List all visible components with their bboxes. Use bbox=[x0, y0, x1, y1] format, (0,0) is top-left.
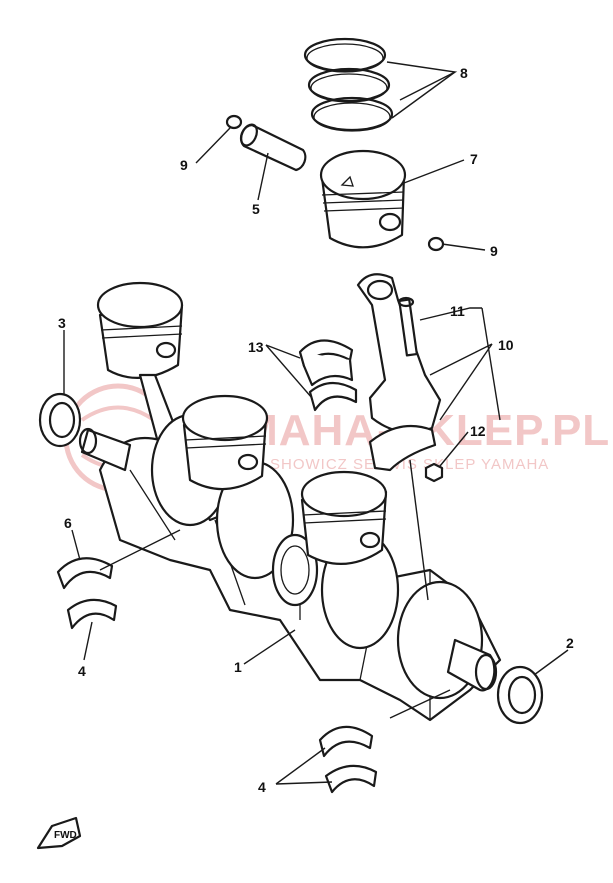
watermark-subtitle: SHOWICZ SERWIS SKLEP YAMAHA bbox=[270, 456, 549, 473]
rod-nut bbox=[424, 462, 444, 483]
piston-pin-clip-top bbox=[225, 114, 243, 130]
oil-seal-left bbox=[38, 392, 82, 448]
rod-cap bbox=[368, 424, 437, 472]
callout-5: 5 bbox=[252, 201, 260, 217]
connecting-rod bbox=[356, 273, 442, 434]
callout-7: 7 bbox=[470, 151, 478, 167]
left-piston-assembly bbox=[96, 281, 184, 452]
piston-pin-clip-right bbox=[427, 236, 445, 252]
main-bearings-left bbox=[56, 557, 118, 630]
callout-8: 8 bbox=[460, 65, 468, 81]
piston-rings bbox=[303, 37, 394, 132]
callout-4-left: 4 bbox=[78, 663, 86, 679]
oil-seal-right bbox=[496, 665, 544, 725]
callout-4-bottom: 4 bbox=[258, 779, 266, 795]
callout-2: 2 bbox=[566, 635, 574, 651]
callout-11: 11 bbox=[450, 303, 465, 319]
callout-13: 13 bbox=[248, 339, 264, 355]
callout-1: 1 bbox=[234, 659, 242, 675]
callout-9-right: 9 bbox=[490, 243, 498, 259]
middle-piston-assembly bbox=[181, 394, 269, 491]
callout-3: 3 bbox=[58, 315, 66, 331]
callout-10: 10 bbox=[498, 337, 514, 353]
callouts: 8 9 5 7 9 11 10 12 13 3 6 4 1 2 4 bbox=[58, 65, 574, 795]
piston-detail bbox=[319, 149, 407, 249]
crankshaft bbox=[78, 413, 502, 722]
right-piston-assembly bbox=[300, 470, 388, 565]
con-rod-bearings bbox=[298, 339, 358, 412]
fwd-label: FWD bbox=[54, 830, 77, 841]
callout-9-top: 9 bbox=[180, 157, 188, 173]
main-bearings-bottom bbox=[318, 725, 378, 794]
leader-lines bbox=[63, 61, 569, 785]
callout-6: 6 bbox=[64, 515, 72, 531]
piston-pin bbox=[239, 123, 307, 172]
fwd-arrow-icon: FWD bbox=[36, 816, 82, 850]
callout-12: 12 bbox=[470, 423, 486, 439]
